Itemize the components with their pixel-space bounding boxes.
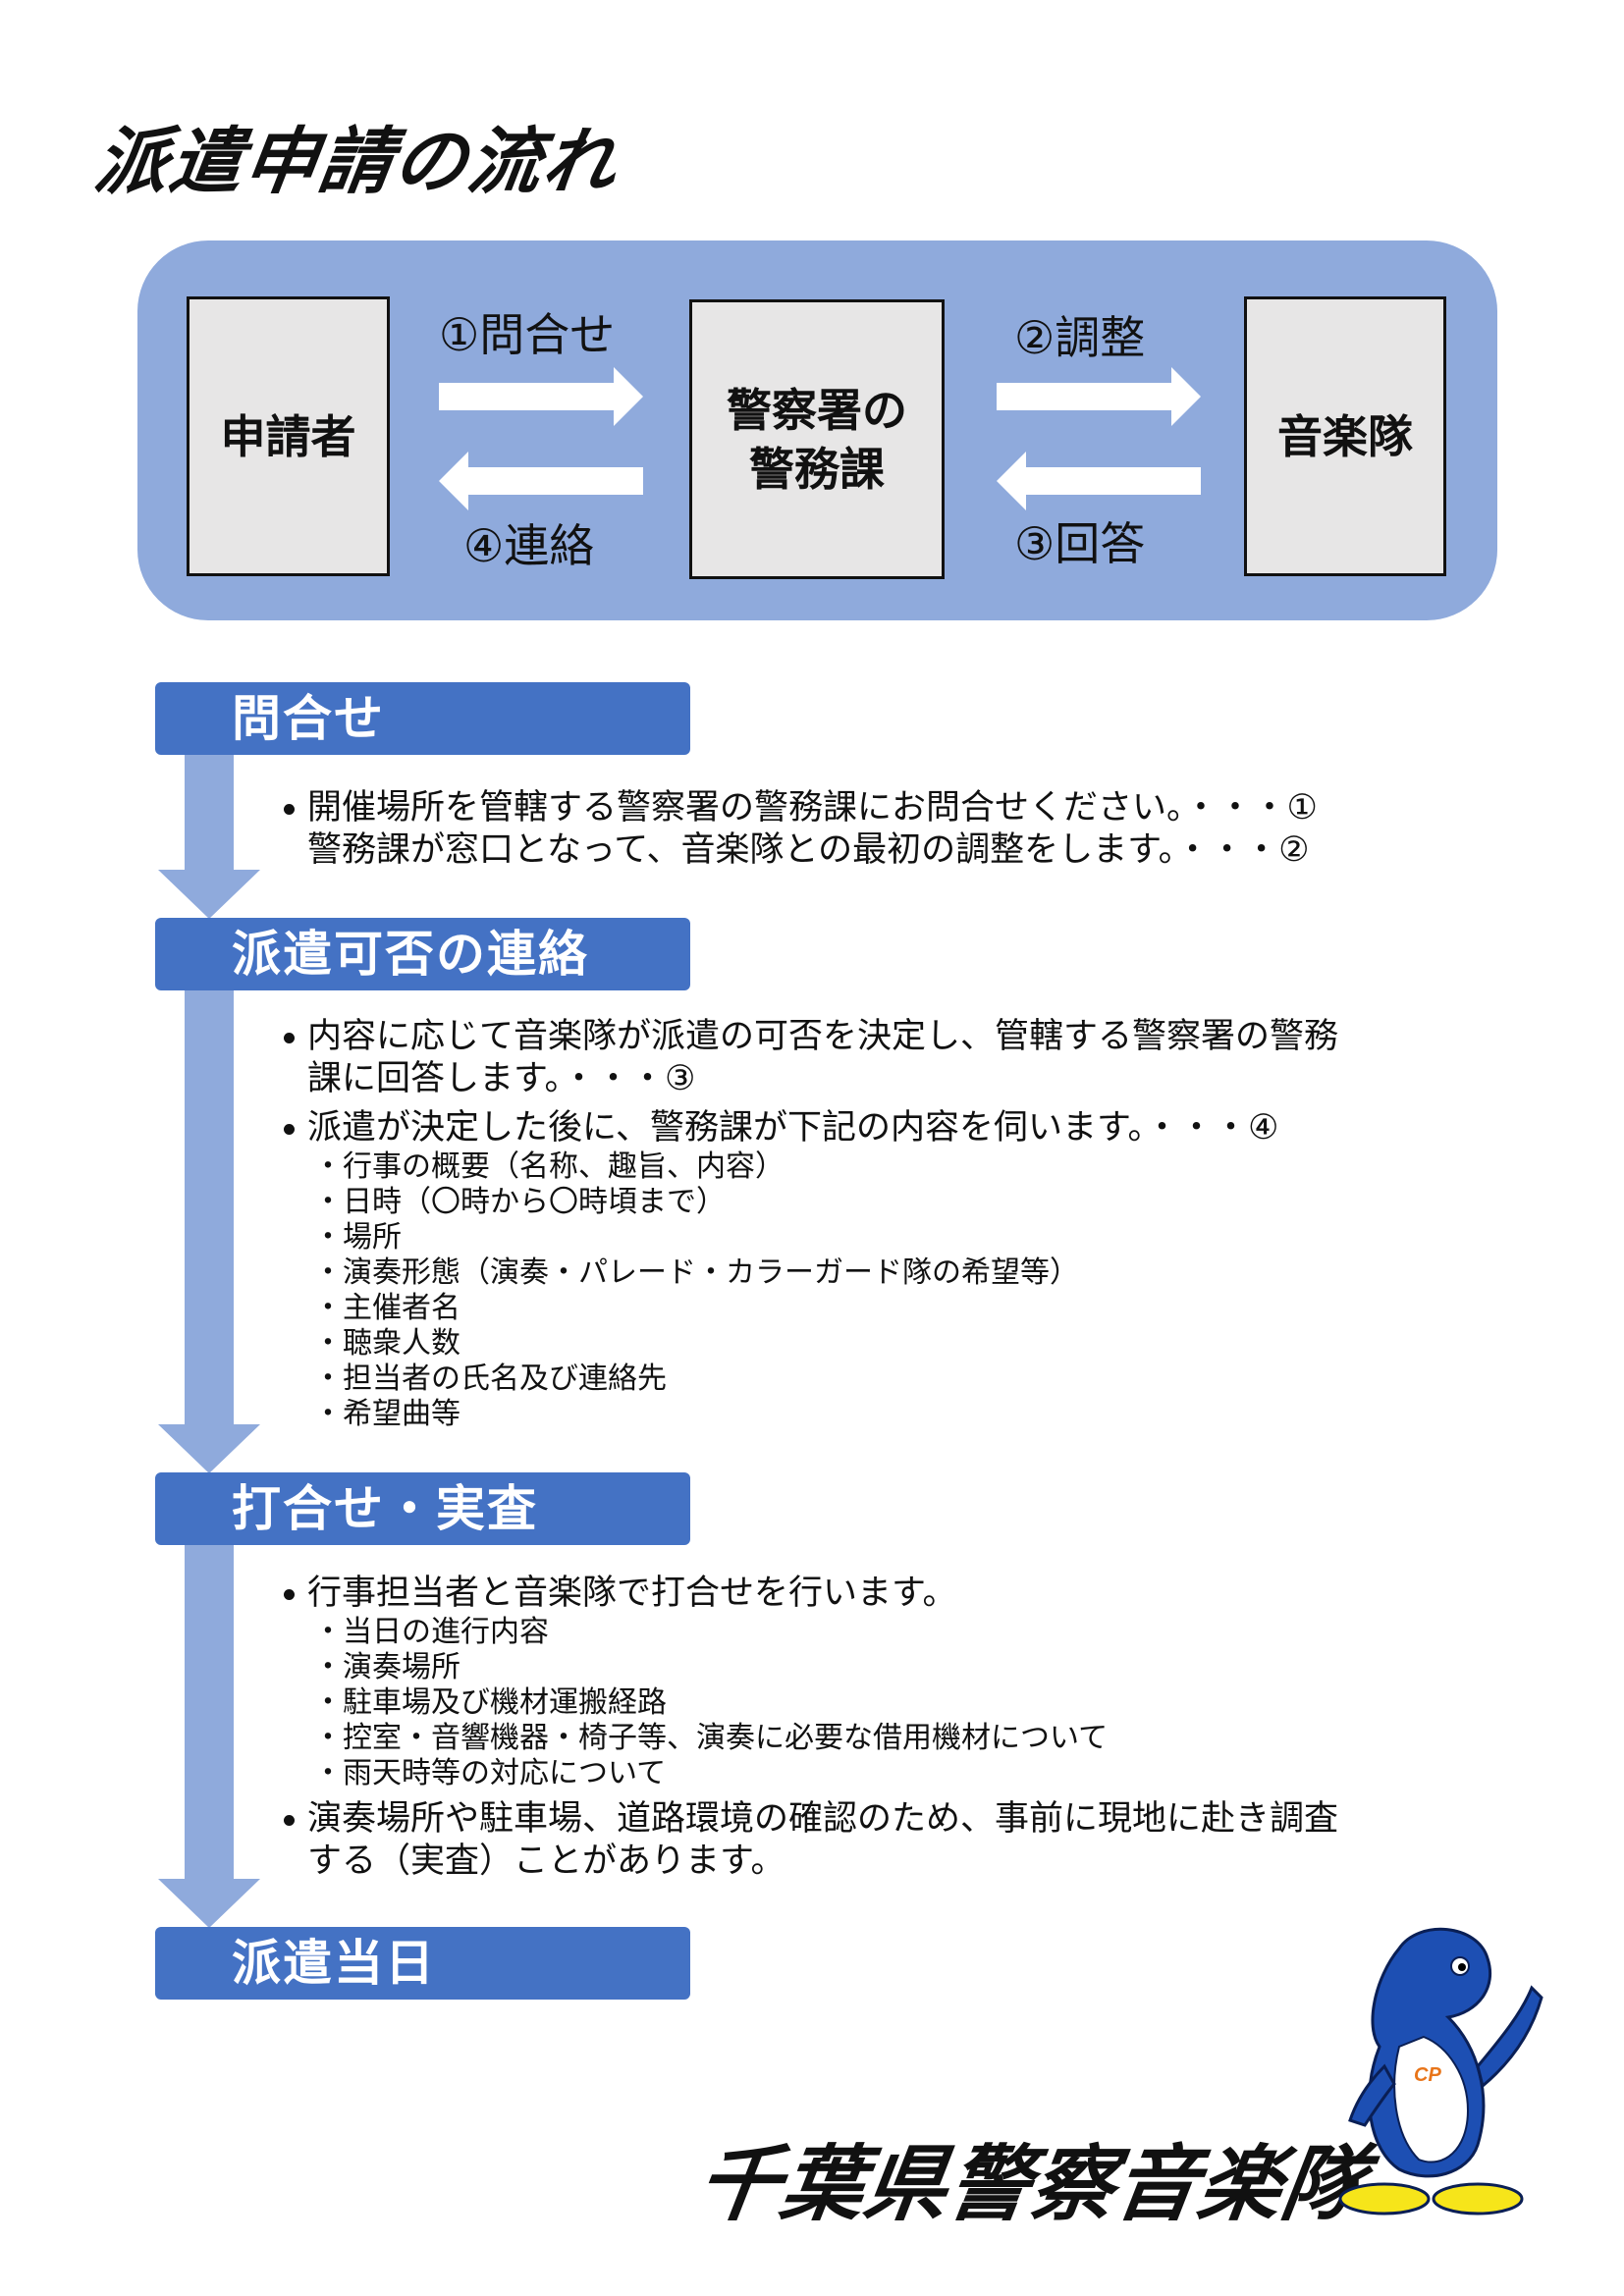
arrow-right-icon [997,367,1201,426]
list-item: 行事の概要（名称、趣旨、内容） [280,1149,1338,1185]
step3-label: ③回答 [1014,517,1146,570]
node-police-affairs: 警察署の 警務課 [689,299,945,579]
down-arrow-icon [158,990,260,1473]
section-heading-meeting-inspection: 打合せ・実査 [155,1472,690,1545]
node-applicant-label: 申請者 [220,409,356,463]
node-band-label: 音楽隊 [1277,409,1413,463]
list-item: 駐車場及び機材運搬経路 [280,1685,1338,1721]
bullet-text: する（実査）ことがあります。 [307,1842,785,1881]
node-police-line1: 警察署の [727,383,907,437]
node-applicant: 申請者 [187,296,390,576]
down-arrow-icon [158,1545,260,1928]
down-arrow-icon [158,755,260,919]
section-inquiry-body: 開催場所を管轄する警察署の警務課にお問合せください。・・・① 警務課が窓口となっ… [280,787,1318,872]
list-item: 日時（〇時から〇時頃まで） [280,1185,1338,1220]
step1-label: ①問合せ [439,308,616,361]
node-band: 音楽隊 [1244,296,1446,576]
bullet-text: 派遣が決定した後に、警務課が下記の内容を伺います。・・・④ [280,1107,1338,1149]
section-heading-dispatch-day: 派遣当日 [155,1927,690,2000]
list-item: 雨天時等の対応について [280,1756,1338,1791]
page-title: 派遣申請の流れ [89,120,624,204]
arrow-right-icon [439,367,643,426]
node-police-line2: 警務課 [749,442,885,496]
list-item: 控室・音響機器・椅子等、演奏に必要な借用機材について [280,1721,1338,1756]
bullet-text: 内容に応じて音楽隊が派遣の可否を決定し、管轄する警察署の警務 [280,1016,1338,1058]
list-item: 当日の進行内容 [280,1615,1338,1650]
bullet-text: 課に回答します。・・・③ [307,1059,696,1098]
section-dispatch-decision-body: 内容に応じて音楽隊が派遣の可否を決定し、管轄する警察署の警務 課に回答します。・… [280,1016,1338,1432]
list-item: 担当者の氏名及び連絡先 [280,1362,1338,1397]
step4-label: ④連絡 [463,519,595,572]
list-item: 聴衆人数 [280,1326,1338,1362]
list-item: 主催者名 [280,1291,1338,1326]
bullet-text: 警務課が窓口となって、音楽隊との最初の調整をします。・・・② [307,830,1310,870]
arrow-left-icon [439,452,643,510]
list-item: 場所 [280,1220,1338,1255]
step2-label: ②調整 [1014,311,1146,364]
bullet-text: 行事担当者と音楽隊で打合せを行います。 [280,1573,1338,1615]
arrow-left-icon [997,452,1201,510]
section-heading-dispatch-decision: 派遣可否の連絡 [155,918,690,990]
bullet-text: 演奏場所や駐車場、道路環境の確認のため、事前に現地に赴き調査 [280,1798,1338,1841]
section-heading-inquiry: 問合せ [155,682,690,755]
list-item: 演奏形態（演奏・パレード・カラーガード隊の希望等） [280,1255,1338,1291]
bullet-text: 開催場所を管轄する警察署の警務課にお問合せください。・・・① [280,787,1318,829]
footer-organization-name: 千葉県警察音楽隊 [691,2136,1373,2232]
list-item: 希望曲等 [280,1397,1338,1432]
list-item: 演奏場所 [280,1650,1338,1685]
mascot-badge: CP [1414,2064,1441,2086]
dolphin-mascot-icon: CP [1338,1927,1543,2216]
section-meeting-inspection-body: 行事担当者と音楽隊で打合せを行います。 当日の進行内容 演奏場所 駐車場及び機材… [280,1573,1338,1883]
